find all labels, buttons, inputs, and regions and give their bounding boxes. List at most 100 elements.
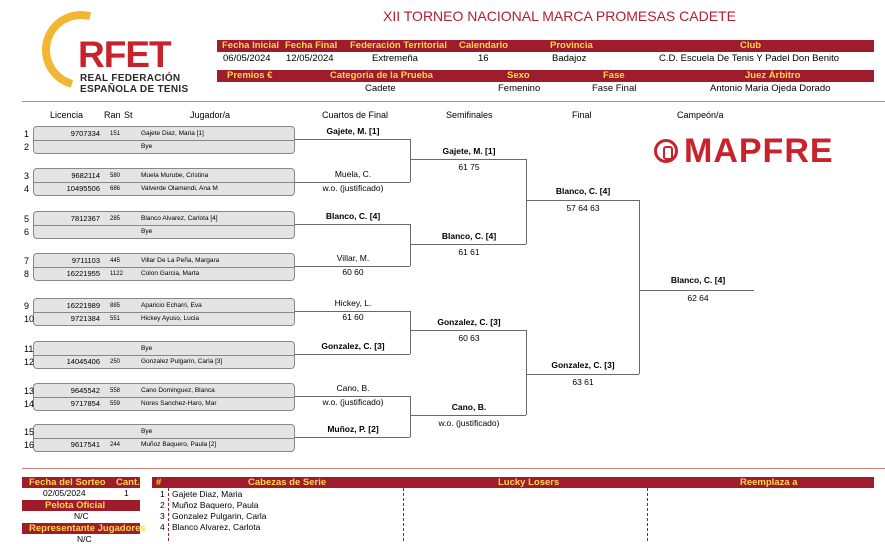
bracket-line [526,159,527,244]
col-jugador: Jugador/a [190,110,231,120]
bracket-line [410,396,411,437]
footer-bar-fecha [22,477,140,488]
header-title-calendario: Calendario [459,40,509,51]
header-value-federacion: Extremeña [372,53,418,64]
footer-title-fecha-sorteo: Fecha del Sorteo [29,477,106,488]
header-value-juez: Antonio Maria Ojeda Dorado [710,83,831,94]
qf-score: w.o. (justificado) [322,183,384,193]
player-rank: 558 [110,388,121,394]
bracket-line [295,182,410,183]
sponsor-name: MAPFRE [684,132,834,170]
player-rank: 686 [110,186,121,192]
header-value-categoria: Cadete [365,83,396,94]
seed-number: 2 [160,500,165,510]
draw-position: 10 [24,314,35,324]
footer-value-cant: 1 [124,488,129,498]
player-licencia: 14045406 [66,357,100,366]
qf-score: 61 60 [342,312,364,322]
seed-number: 1 [160,489,165,499]
footer-divider [168,488,169,541]
draw-position: 9 [24,301,30,311]
player-rank: 250 [110,359,121,365]
bracket-line [639,200,640,374]
rfet-logo: RFET [78,34,172,75]
sf-winner: Cano, B. [451,402,487,412]
sf-winner: Gonzalez, C. [3] [437,317,501,327]
player-licencia: 9682114 [71,171,100,180]
qf-winner: Muela, C. [334,169,372,179]
seed-name: Gajete Diaz, Maria [172,489,243,499]
match-box [33,168,295,196]
col-licencia: Licencia [50,110,84,120]
mapfre-icon [654,139,678,163]
player-name: Muñoz Baquero, Paula [2] [141,441,217,448]
match-box [33,126,295,154]
qf-score: 60 60 [342,267,364,277]
player-name: Colon Garcia, Marta [141,270,200,277]
header-value-club: C.D. Escuela De Tenis Y Padel Don Benito [659,53,840,64]
seed-number: 4 [160,522,165,532]
footer-title-cant: Cant. [116,477,140,488]
row-divider [34,438,294,439]
player-licencia: 9645542 [70,386,100,395]
draw-position: 11 [24,344,34,354]
player-rank: 551 [110,316,121,322]
header-value-provincia: Badajoz [552,53,587,64]
player-rank: 1122 [110,271,123,277]
header-separator [22,101,885,102]
player-rank: 244 [110,442,121,448]
footer-title-cabezas: Cabezas de Serie [248,477,327,488]
match-box [33,341,295,369]
player-rank: 580 [110,173,121,179]
match-box [33,253,295,281]
draw-position: 8 [24,269,30,279]
draw-position: 12 [24,357,35,367]
champion-name: Blanco, C. [4] [670,275,726,285]
bracket-line [526,200,639,201]
col-cuartos: Cuartos de Final [322,110,389,120]
footer-bar-pelota [22,500,140,511]
header-bar-1: Fecha Inicial Fecha Final Federación Ter… [217,40,874,52]
player-rank: 285 [110,216,121,222]
row-divider [34,140,294,141]
footer-value-fecha-sorteo: 02/05/2024 [43,488,86,498]
player-name: Bye [141,228,153,235]
bracket-line [410,330,526,331]
bracket-line [295,354,410,355]
player-licencia: 9711103 [71,256,100,265]
row-divider [34,355,294,356]
player-name: Gajete Diaz, Maria [1] [141,130,204,137]
final-winner: Blanco, C. [4] [555,186,611,196]
footer-title-hash: # [156,477,162,488]
player-name: Valverde Olamendi, Ana M [141,185,218,192]
draw-position: 13 [24,386,35,396]
header-title-categoria: Categoría de la Prueba [330,70,433,81]
row-divider [34,225,294,226]
header-title-provincia: Provincia [550,40,593,51]
draw-position: 7 [24,256,30,266]
footer-bar-representante [22,523,140,534]
player-rank: 445 [110,258,121,264]
qf-winner: Muñoz, P. [2] [327,424,379,434]
bracket-line [295,396,410,397]
footer-title-reemplaza: Reemplaza a [740,477,798,488]
bracket-line [410,159,526,160]
match-box [33,298,295,326]
footer-title-representante: Representante Jugadores [29,523,146,534]
qf-winner: Villar, M. [336,253,370,263]
col-semifinales: Semifinales [446,110,493,120]
player-name: Cano Dominguez, Blanca [141,387,215,394]
player-licencia: 16221989 [66,301,100,310]
qf-winner: Gonzalez, C. [3] [321,341,385,351]
player-name: Nores Sanchez-Haro, Mar [141,400,217,407]
final-score: 57 64 63 [566,203,600,213]
header-value-fecha-final: 12/05/2024 [286,53,334,64]
bracket-line [410,139,411,182]
row-divider [34,182,294,183]
seed-name: Gonzalez Pulgarin, Carla [172,511,267,521]
draw-position: 1 [24,129,30,139]
qf-winner: Gajete, M. [1] [326,126,380,136]
player-name: Muela Murube, Cristina [141,172,209,179]
draw-position: 14 [24,399,35,409]
header-title-federacion: Federación Territorial [350,40,447,51]
